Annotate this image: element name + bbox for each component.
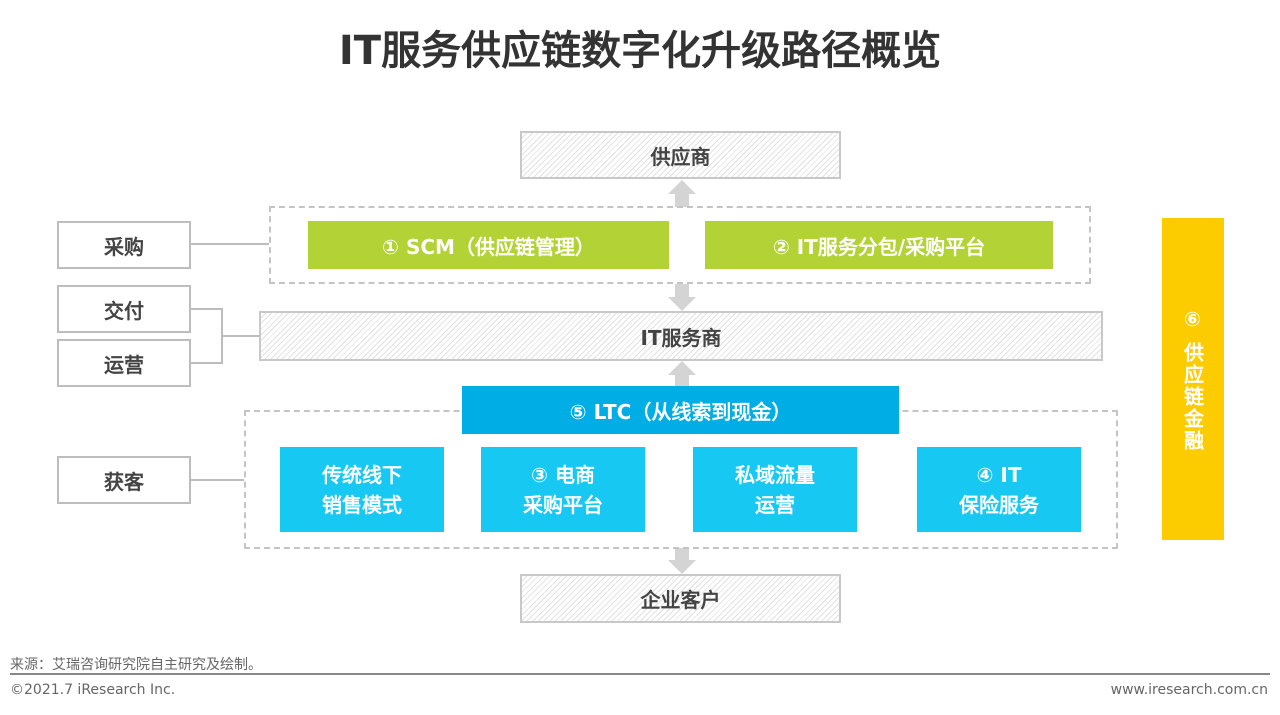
channel-box: ④ IT 保险服务 <box>917 447 1081 532</box>
channel-box: ③ 电商采购平台 <box>481 447 645 532</box>
connector-line <box>190 479 244 481</box>
label-procure: 采购 <box>57 221 191 269</box>
scm-box: ① SCM（供应链管理） <box>308 221 669 269</box>
connector-line <box>221 335 259 337</box>
channel-line1: ④ IT <box>976 462 1022 487</box>
procurement-group <box>269 206 1091 284</box>
supplier-box: 供应商 <box>520 131 841 179</box>
label-acquire: 获客 <box>57 456 191 504</box>
channel-line1: 私域流量 <box>735 462 815 487</box>
channel-line2: 采购平台 <box>523 492 603 517</box>
arrow-down-icon <box>668 548 696 574</box>
footer-divider <box>10 673 1270 675</box>
supply-chain-finance-bar: ⑥ 供应链金融 <box>1162 218 1224 540</box>
label-operate: 运营 <box>57 339 191 387</box>
ltc-box: ⑤ LTC（从线索到现金） <box>462 386 899 434</box>
channel-box: 传统线下销售模式 <box>280 447 444 532</box>
channel-line2: 销售模式 <box>322 492 402 517</box>
connector-line <box>190 362 223 364</box>
channel-line2: 运营 <box>755 492 795 517</box>
label-deliver: 交付 <box>57 285 191 333</box>
website-link[interactable]: www.iresearch.com.cn <box>1110 682 1268 698</box>
source-note: 来源：艾瑞咨询研究院自主研究及绘制。 <box>10 657 262 673</box>
channel-line1: 传统线下 <box>322 462 402 487</box>
subcontract-platform-box: ② IT服务分包/采购平台 <box>705 221 1053 269</box>
page-title: IT服务供应链数字化升级路径概览 <box>338 28 942 74</box>
connector-line <box>190 243 269 245</box>
connector-line <box>190 308 223 310</box>
arrow-up-icon <box>668 180 696 207</box>
copyright: ©2021.7 iResearch Inc. <box>10 682 176 698</box>
channel-line2: 保险服务 <box>959 492 1039 517</box>
enterprise-customer-box: 企业客户 <box>520 574 841 623</box>
channel-line1: ③ 电商 <box>531 462 595 487</box>
arrow-up-icon <box>668 361 696 387</box>
it-provider-box: IT服务商 <box>259 311 1103 361</box>
arrow-down-icon <box>668 284 696 311</box>
channel-box: 私域流量运营 <box>693 447 857 532</box>
finance-label: ⑥ 供应链金融 <box>1180 306 1205 452</box>
